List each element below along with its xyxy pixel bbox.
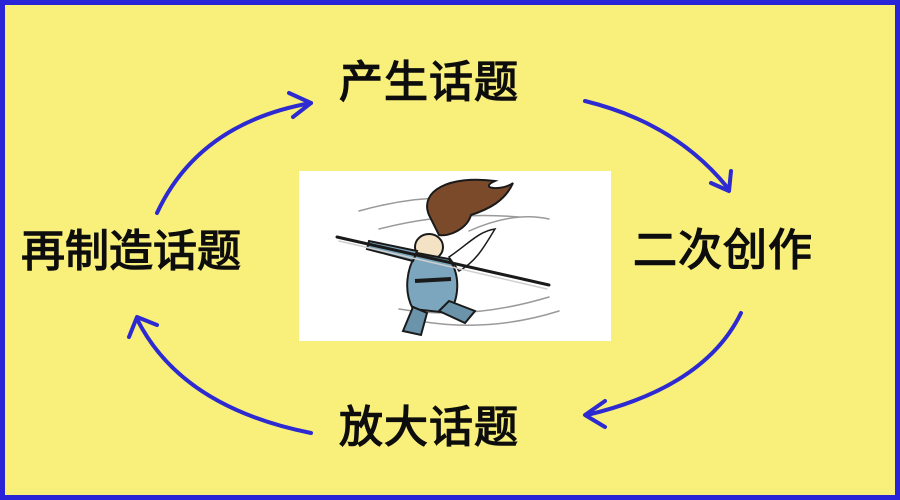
node-produce-topic: 产生话题 bbox=[339, 57, 519, 108]
arrow-right-to-bottom bbox=[585, 311, 743, 417]
node-amplify-topic: 放大话题 bbox=[339, 402, 519, 453]
arrowhead-bottom-to-left bbox=[127, 315, 159, 339]
node-remake-topic: 再制造话题 bbox=[21, 226, 241, 277]
swordsman-drawing bbox=[335, 178, 560, 337]
arrowhead-top-to-right bbox=[709, 169, 733, 193]
arrow-left-to-top bbox=[155, 101, 313, 215]
swordsman-illustration bbox=[299, 171, 611, 341]
node-secondary-creation: 二次创作 bbox=[633, 225, 813, 276]
arrow-top-to-right bbox=[583, 99, 729, 189]
arrowhead-right-to-bottom bbox=[583, 399, 607, 429]
arrowhead-left-to-top bbox=[287, 91, 313, 119]
arrow-bottom-to-left bbox=[135, 317, 313, 435]
cycle-arrows bbox=[127, 91, 743, 435]
